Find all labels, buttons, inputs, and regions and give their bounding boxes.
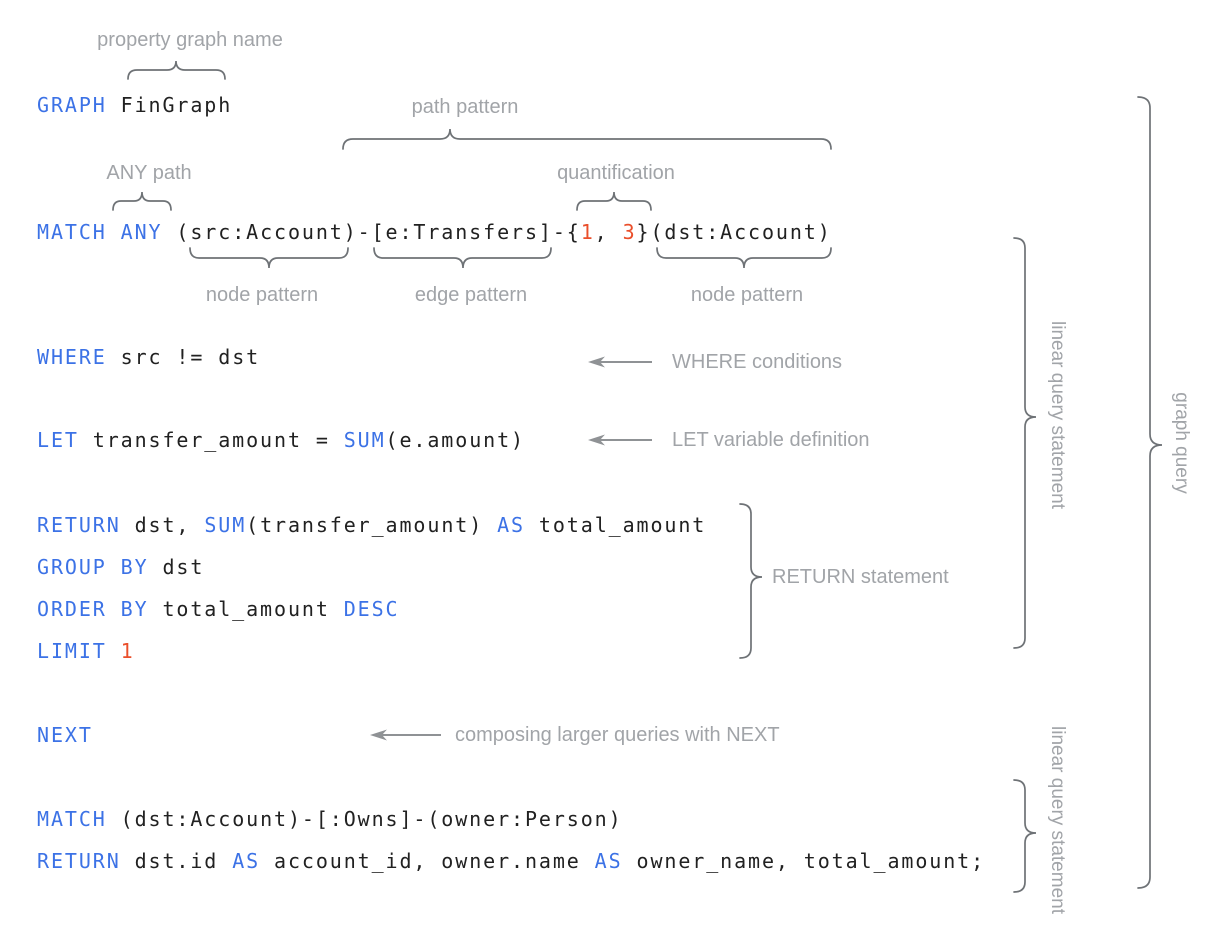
brace-property-graph-name bbox=[127, 60, 226, 80]
keyword-token: LET bbox=[37, 428, 79, 452]
label-any-path: ANY path bbox=[106, 162, 192, 184]
keyword-token: RETURN bbox=[37, 849, 121, 873]
keyword-token: GRAPH bbox=[37, 93, 107, 117]
brace-node-pattern-left bbox=[189, 247, 349, 269]
code-line-group-by: GROUP BY dst bbox=[37, 554, 204, 580]
code-line-let: LET transfer_amount = SUM(e.amount) bbox=[37, 427, 525, 453]
brace-any-path bbox=[112, 191, 172, 211]
keyword-token: AS bbox=[497, 513, 525, 537]
code-line-match-any: MATCH ANY (src:Account)-[e:Transfers]-{1… bbox=[37, 219, 832, 245]
code-line-where: WHERE src != dst bbox=[37, 344, 260, 370]
code-line-limit: LIMIT 1 bbox=[37, 638, 135, 664]
code-token: dst bbox=[148, 555, 205, 579]
code-line-return-2: RETURN dst.id AS account_id, owner.name … bbox=[37, 848, 985, 874]
code-token: (transfer_amount) bbox=[246, 513, 498, 537]
code-token: dst.id bbox=[120, 849, 233, 873]
keyword-token: MATCH bbox=[37, 807, 107, 831]
code-token: }(dst:Account) bbox=[636, 220, 832, 244]
code-token: owner_name, total_amount; bbox=[622, 849, 986, 873]
number-token: 3 bbox=[622, 220, 637, 244]
keyword-token: RETURN bbox=[37, 513, 121, 537]
code-line-order-by: ORDER BY total_amount DESC bbox=[37, 596, 399, 622]
code-line-next: NEXT bbox=[37, 722, 93, 748]
brace-edge-pattern bbox=[373, 247, 552, 269]
code-token bbox=[107, 639, 121, 663]
label-linear-query-statement-2: linear query statement bbox=[1047, 726, 1068, 914]
code-line-return: RETURN dst, SUM(transfer_amount) AS tota… bbox=[37, 512, 706, 538]
code-token: (dst:Account)-[:Owns]-(owner:Person) bbox=[106, 807, 623, 831]
code-token: total_amount bbox=[524, 513, 707, 537]
label-graph-query: graph query bbox=[1171, 392, 1192, 494]
label-node-pattern-left: node pattern bbox=[205, 284, 319, 306]
keyword-token: NEXT bbox=[37, 723, 93, 747]
keyword-token: DESC bbox=[343, 597, 400, 621]
keyword-token: WHERE bbox=[37, 345, 107, 369]
brace-return-statement bbox=[739, 503, 763, 659]
number-token: 1 bbox=[120, 639, 135, 663]
keyword-token: ORDER BY bbox=[37, 597, 149, 621]
brace-quantification bbox=[576, 191, 652, 211]
code-token: total_amount bbox=[148, 597, 344, 621]
brace-node-pattern-right bbox=[656, 247, 832, 269]
code-token: account_id, owner.name bbox=[260, 849, 595, 873]
label-node-pattern-right: node pattern bbox=[690, 284, 804, 306]
brace-path-pattern bbox=[342, 128, 832, 150]
keyword-token: AS bbox=[594, 849, 623, 873]
label-where-conditions: WHERE conditions bbox=[672, 351, 843, 373]
label-linear-query-statement-1: linear query statement bbox=[1047, 321, 1068, 509]
keyword-token: LIMIT bbox=[37, 639, 107, 663]
code-token: dst, bbox=[120, 513, 205, 537]
code-token: src != dst bbox=[106, 345, 261, 369]
where-arrow bbox=[588, 356, 652, 368]
code-token: , bbox=[594, 220, 623, 244]
brace-linear-query-statement-2 bbox=[1013, 779, 1037, 893]
keyword-token: GROUP BY bbox=[37, 555, 149, 579]
brace-linear-query-statement-1 bbox=[1013, 237, 1037, 649]
let-arrow bbox=[588, 434, 652, 446]
keyword-token: SUM bbox=[343, 428, 386, 452]
code-token: (e.amount) bbox=[385, 428, 525, 452]
code-token: FinGraph bbox=[106, 93, 233, 117]
keyword-token: MATCH ANY bbox=[37, 220, 163, 244]
label-path-pattern: path pattern bbox=[411, 96, 519, 118]
label-edge-pattern: edge pattern bbox=[414, 284, 528, 306]
code-token: transfer_amount = bbox=[78, 428, 344, 452]
keyword-token: AS bbox=[232, 849, 261, 873]
keyword-token: SUM bbox=[204, 513, 247, 537]
code-line-match-2: MATCH (dst:Account)-[:Owns]-(owner:Perso… bbox=[37, 806, 623, 832]
brace-graph-query bbox=[1137, 96, 1163, 889]
label-quantification: quantification bbox=[557, 162, 675, 184]
number-token: 1 bbox=[580, 220, 595, 244]
label-return-statement: RETURN statement bbox=[772, 566, 949, 588]
label-composing-next: composing larger queries with NEXT bbox=[455, 724, 780, 746]
label-property-graph-name: property graph name bbox=[97, 29, 283, 51]
code-line-graph: GRAPH FinGraph bbox=[37, 92, 232, 118]
next-arrow bbox=[370, 729, 441, 741]
code-token: (src:Account)-[e:Transfers]-{ bbox=[162, 220, 581, 244]
label-let-variable-definition: LET variable definition bbox=[672, 429, 870, 451]
